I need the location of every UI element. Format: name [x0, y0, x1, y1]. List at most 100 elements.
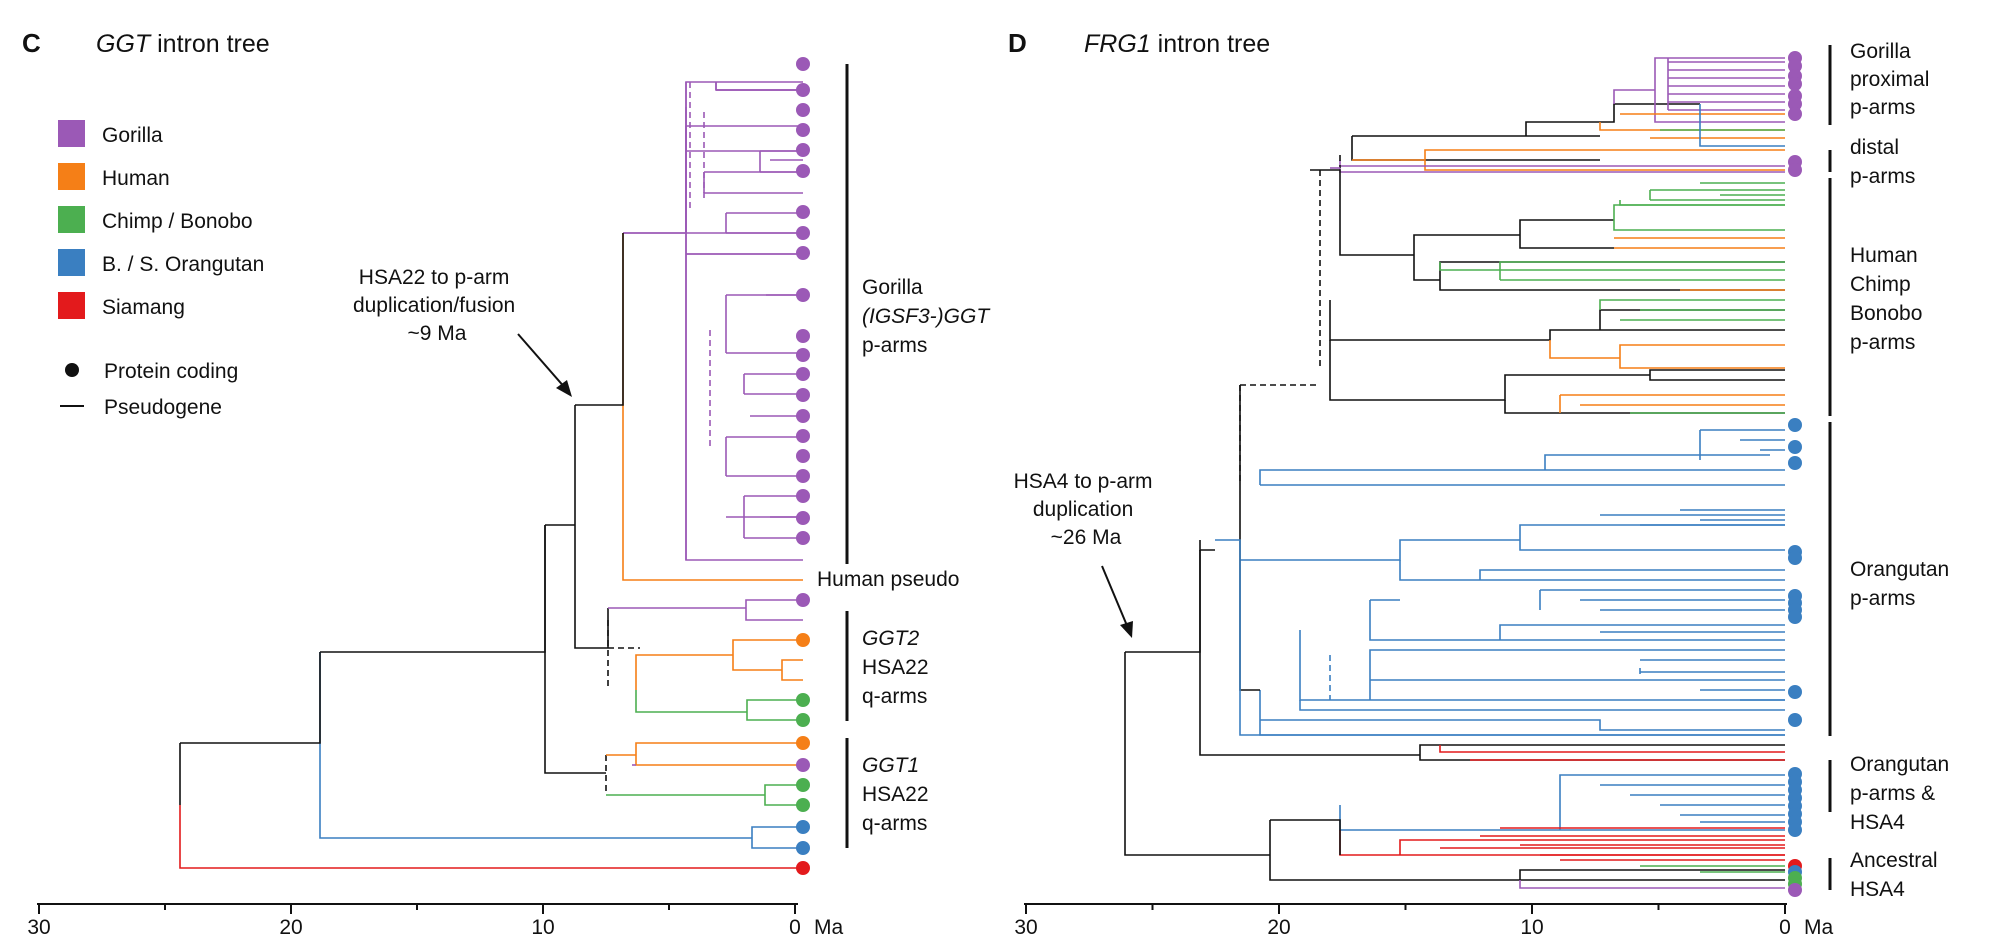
tree-branch [1613, 204, 1785, 231]
label-gorilla-group: Gorilla (IGSF3-)GGT p-arms [862, 276, 995, 357]
tree-branch [1599, 299, 1785, 321]
tip-dot-gorilla [796, 226, 810, 240]
label-gorilla-proximal: Gorilla proximal p-arms [1850, 40, 1935, 119]
tree-branch [725, 436, 803, 477]
annotation-c-arrowhead [556, 380, 572, 397]
tip-dot-gorilla [796, 348, 810, 362]
annotation-c: HSA22 to p-arm duplication/fusion ~9 Ma [353, 266, 521, 345]
tip-dot-gorilla [796, 143, 810, 157]
legend-swatch-orangutan [58, 249, 85, 276]
panel-c-letter: C [22, 28, 41, 58]
tip-dot-siamang [796, 861, 810, 875]
tree-branch [1239, 385, 1260, 691]
label-human-chimp-bonobo: Human Chimp Bonobo p-arms [1850, 244, 1928, 354]
tree-branch [1619, 182, 1785, 206]
tree-branch [320, 525, 546, 653]
tip-dot-orangutan [1788, 456, 1802, 470]
tip-dot-human [796, 736, 810, 750]
legend-label-chimp: Chimp / Bonobo [102, 210, 253, 233]
legend-label-protein-coding: Protein coding [104, 360, 238, 383]
tree-branch [1413, 219, 1614, 255]
tip-dot-gorilla [796, 103, 810, 117]
tree-branch [1125, 550, 1201, 653]
tip-dot-human [796, 633, 810, 647]
axis-d: 30 20 10 0 Ma [1014, 903, 1833, 939]
axis-c-tick-20: 20 [279, 916, 302, 939]
legend-label-siamang: Siamang [102, 296, 185, 319]
panel-c-title: GGT intron tree [96, 30, 270, 58]
tree-branch [1240, 524, 1785, 561]
tree-branch [575, 233, 624, 406]
tree-branch [1369, 600, 1785, 641]
tip-dot-gorilla [796, 511, 810, 525]
panel-d-letter: D [1008, 28, 1027, 58]
legend-dot-protein-coding [65, 363, 79, 377]
tip-dot-gorilla [796, 205, 810, 219]
tree-branch [1413, 255, 1785, 291]
ggt-tree [179, 81, 803, 869]
tip-dot-gorilla [796, 758, 810, 772]
annotation-d: HSA4 to p-arm duplication ~26 Ma [1014, 470, 1159, 549]
tree-branch [1270, 819, 1341, 855]
axis-c-tick-30: 30 [27, 916, 50, 939]
axis-d-tick-30: 30 [1014, 916, 1037, 939]
tree-branch [759, 150, 803, 173]
tree-branch-siamang [179, 805, 803, 869]
tree-branch [1699, 104, 1785, 147]
tree-branch [1299, 700, 1785, 711]
tip-dot-gorilla [796, 246, 810, 260]
tree-branch [1310, 169, 1414, 256]
frg1-tip-markers [1788, 51, 1802, 897]
tree-branch [1199, 540, 1215, 551]
tree-branch [715, 82, 803, 91]
tree-branch [1699, 429, 1785, 460]
tip-dot-gorilla [796, 164, 810, 178]
tree-branch [1600, 784, 1785, 823]
axis-c-unit: Ma [814, 916, 843, 939]
ggt-tip-markers [796, 57, 810, 875]
axis-c: 30 20 10 0 Ma [27, 903, 843, 939]
tree-branch [1613, 57, 1785, 123]
tip-dot-gorilla [1788, 59, 1802, 73]
tree-branch-human-pseudo [622, 233, 803, 581]
tree-branch [1259, 454, 1785, 486]
tree-branch [725, 212, 803, 234]
tree-branch [1299, 630, 1785, 701]
axis-c-tick-0: 0 [789, 916, 801, 939]
axis-d-tick-10: 10 [1520, 916, 1543, 939]
tree-branch [1352, 149, 1785, 171]
tip-dot-gorilla [796, 531, 810, 545]
label-orangutan-hsa4: Orangutan p-arms & HSA4 [1850, 753, 1955, 834]
tip-dot-orangutan [1788, 685, 1802, 699]
axis-d-ticks [1025, 904, 1786, 914]
tree-branch [1339, 160, 1785, 167]
tree-branch [1614, 237, 1785, 249]
tree-branch [1329, 340, 1785, 401]
tree-branch [703, 171, 803, 194]
tree-branch [1519, 880, 1785, 889]
tree-branch [574, 405, 608, 649]
tree-branch [715, 81, 803, 91]
tree-branch [635, 639, 803, 690]
tip-dot-orangutan [1788, 440, 1802, 454]
tree-branch [1124, 652, 1270, 856]
tree-branch [1599, 113, 1785, 139]
tip-dot-chimp [796, 713, 810, 727]
tree-branch [606, 784, 803, 806]
axis-d-tick-20: 20 [1267, 916, 1290, 939]
tree-branch [1440, 827, 1785, 861]
tree-branch [1504, 400, 1785, 414]
tip-dot-orangutan [796, 841, 810, 855]
tip-dot-gorilla [796, 367, 810, 381]
tip-dot-gorilla [796, 429, 810, 443]
panel-d-title: FRG1 intron tree [1084, 30, 1270, 58]
tree-branch [1600, 509, 1785, 526]
legend-label-gorilla: Gorilla [102, 124, 163, 147]
tree-branch [1559, 394, 1785, 413]
tree-branch [608, 599, 803, 621]
tree-branch [1351, 135, 1600, 161]
tip-dot-gorilla [796, 489, 810, 503]
label-ggt2: GGT2 HSA22 q-arms [862, 627, 934, 708]
tree-branch [635, 690, 803, 721]
